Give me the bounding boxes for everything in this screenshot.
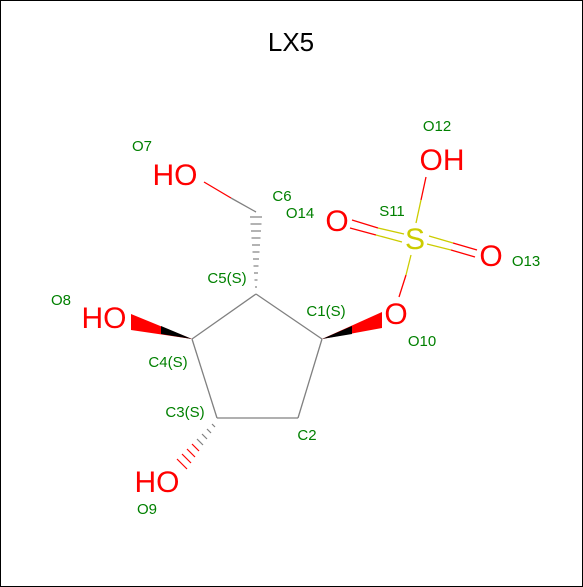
atom-o10-symbol: O [384, 298, 407, 331]
atom-id-c2: C2 [297, 427, 316, 444]
atom-id-c1: C1(S) [306, 303, 345, 320]
atom-id-c3: C3(S) [165, 404, 204, 421]
atom-id-labels: O7 C6 O14 S11 O12 O13 C5(S) C1(S) O8 O10… [51, 118, 540, 518]
wedge-c1-o10-black [322, 326, 352, 339]
atom-o7-symbol: HO [153, 159, 198, 192]
atom-id-c4: C4(S) [148, 354, 187, 371]
atom-id-s11: S11 [379, 203, 405, 220]
atom-o8-symbol: HO [82, 302, 127, 335]
molecule-title: LX5 [268, 27, 314, 57]
bond-s11-o12-red [420, 176, 427, 201]
ring-bonds [191, 293, 323, 419]
atom-o9-symbol: HO [135, 466, 180, 499]
hashed-wedge-c5-c6 [250, 216, 262, 288]
wedge-c4-o8-black [161, 326, 192, 339]
bond-s11-o12-yellow [415, 199, 422, 224]
atom-id-o12: O12 [423, 118, 451, 135]
atom-id-o13: O13 [512, 253, 540, 270]
bond-c4-c5 [191, 293, 257, 340]
wedge-c1-o10-red [322, 312, 382, 339]
atom-id-o9: O9 [137, 501, 157, 518]
bond-c6-o7-grey [230, 197, 257, 213]
bond-c6-o7-red [203, 181, 232, 199]
atom-o13-symbol: O [479, 240, 502, 273]
bond-o10-s11-yellow [405, 254, 412, 276]
bond-s11-o14-double [349, 219, 405, 243]
atom-s11-symbol: S [405, 223, 425, 256]
bond-s11-o13-double [426, 235, 478, 258]
atom-id-c6: C6 [272, 188, 291, 205]
bond-c1-c2 [297, 338, 323, 419]
atom-id-o10: O10 [408, 333, 436, 350]
atom-id-o14: O14 [286, 205, 314, 222]
atom-id-o7: O7 [132, 138, 152, 155]
atom-o12-symbol: OH [420, 144, 465, 177]
hashed-wedge-c3-o9 [176, 423, 216, 470]
atom-id-o8: O8 [51, 292, 71, 309]
bond-c5-c1 [255, 293, 323, 340]
atom-id-c5: C5(S) [207, 270, 246, 287]
bond-o10-s11-red [398, 274, 407, 298]
bond-c3-c4 [191, 338, 218, 419]
atom-o14-symbol: O [325, 205, 348, 238]
